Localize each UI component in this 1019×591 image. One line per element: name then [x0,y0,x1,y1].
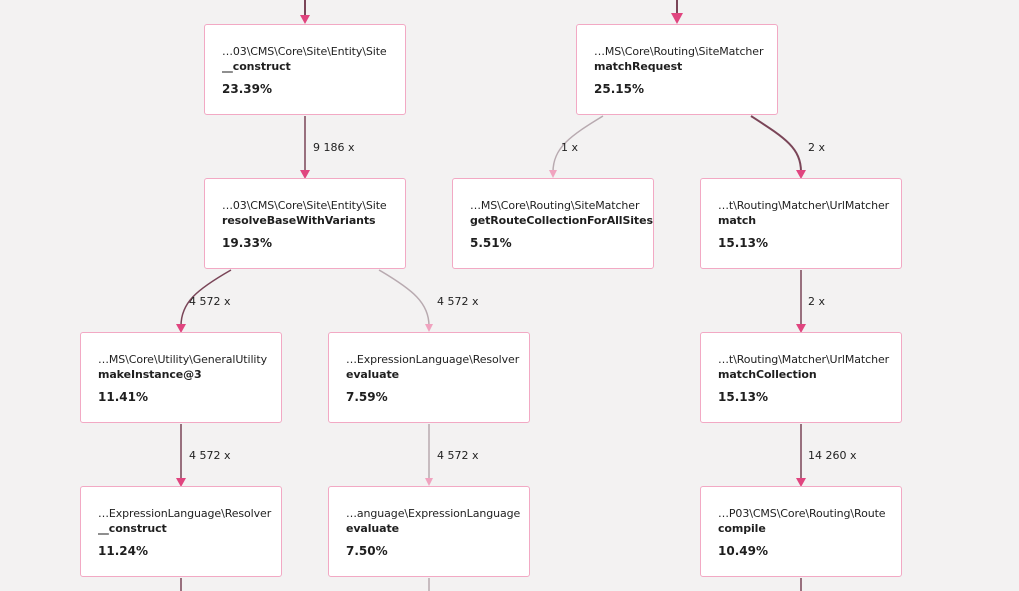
node-percentage: 11.41% [98,390,148,404]
node-percentage: 19.33% [222,236,272,250]
node-function: makeInstance@3 [98,368,202,381]
node-function: matchCollection [718,368,817,381]
call-node[interactable]: …t\Routing\Matcher\UrlMatcher matchColle… [700,332,902,423]
call-node[interactable]: …ExpressionLanguage\Resolver __construct… [80,486,282,577]
edge-label: 4 572 x [437,295,479,308]
node-function: matchRequest [594,60,683,73]
node-namespace: …P03\CMS\Core\Routing\Route [718,507,886,520]
edge-label: 14 260 x [808,449,857,462]
node-percentage: 23.39% [222,82,272,96]
node-function: __construct [98,522,167,535]
node-namespace: …03\CMS\Core\Site\Entity\Site [222,45,387,58]
edge-label: 4 572 x [189,449,231,462]
edge-label: 2 x [808,141,826,154]
node-function: evaluate [346,368,399,381]
node-namespace: …MS\Core\Utility\GeneralUtility [98,353,268,366]
node-percentage: 7.50% [346,544,388,558]
node-percentage: 10.49% [718,544,768,558]
edge-label: 2 x [808,295,826,308]
edge-label: 9 186 x [313,141,355,154]
edge-label: 4 572 x [189,295,231,308]
edge-n1-n3 [300,116,310,179]
edge-n6-n9 [176,424,186,487]
edge-n2-n4 [549,115,604,178]
call-node[interactable]: …P03\CMS\Core\Routing\Route compile 10.4… [700,486,902,577]
edge-n3-n6 [176,269,232,333]
node-namespace: …ExpressionLanguage\Resolver [98,507,272,520]
call-node[interactable]: …03\CMS\Core\Site\Entity\Site resolveBas… [204,178,406,269]
node-function: getRouteCollectionForAllSites [470,214,653,227]
call-node[interactable]: …ExpressionLanguage\Resolver evaluate 7.… [328,332,530,423]
node-function: resolveBaseWithVariants [222,214,376,227]
call-node[interactable]: …MS\Core\Routing\SiteMatcher getRouteCol… [452,178,654,269]
call-node[interactable]: …MS\Core\Utility\GeneralUtility makeInst… [80,332,282,423]
edge-n7-n10 [425,424,433,486]
incoming-arrow-n2 [671,13,683,24]
call-node[interactable]: …t\Routing\Matcher\UrlMatcher match 15.1… [700,178,902,269]
call-node[interactable]: …03\CMS\Core\Site\Entity\Site __construc… [204,24,406,115]
node-function: evaluate [346,522,399,535]
node-function: compile [718,522,766,535]
node-percentage: 15.13% [718,236,768,250]
node-namespace: …MS\Core\Routing\SiteMatcher [594,45,764,58]
call-node[interactable]: …anguage\ExpressionLanguage evaluate 7.5… [328,486,530,577]
call-node[interactable]: …MS\Core\Routing\SiteMatcher matchReques… [576,24,778,115]
node-namespace: …ExpressionLanguage\Resolver [346,353,520,366]
node-function: match [718,214,756,227]
node-percentage: 11.24% [98,544,148,558]
edge-n3-n7 [378,269,433,332]
node-percentage: 25.15% [594,82,644,96]
node-percentage: 7.59% [346,390,388,404]
node-namespace: …t\Routing\Matcher\UrlMatcher [718,199,890,212]
node-percentage: 5.51% [470,236,512,250]
edge-label: 1 x [561,141,579,154]
incoming-arrow-n1 [300,15,310,24]
node-percentage: 15.13% [718,390,768,404]
edge-n8-n11 [796,424,806,487]
edge-n5-n8 [796,270,806,333]
node-namespace: …anguage\ExpressionLanguage [346,507,521,520]
node-function: __construct [222,60,291,73]
edge-label: 4 572 x [437,449,479,462]
node-namespace: …MS\Core\Routing\SiteMatcher [470,199,640,212]
node-namespace: …03\CMS\Core\Site\Entity\Site [222,199,387,212]
node-namespace: …t\Routing\Matcher\UrlMatcher [718,353,890,366]
edge-n2-n5 [750,115,806,179]
